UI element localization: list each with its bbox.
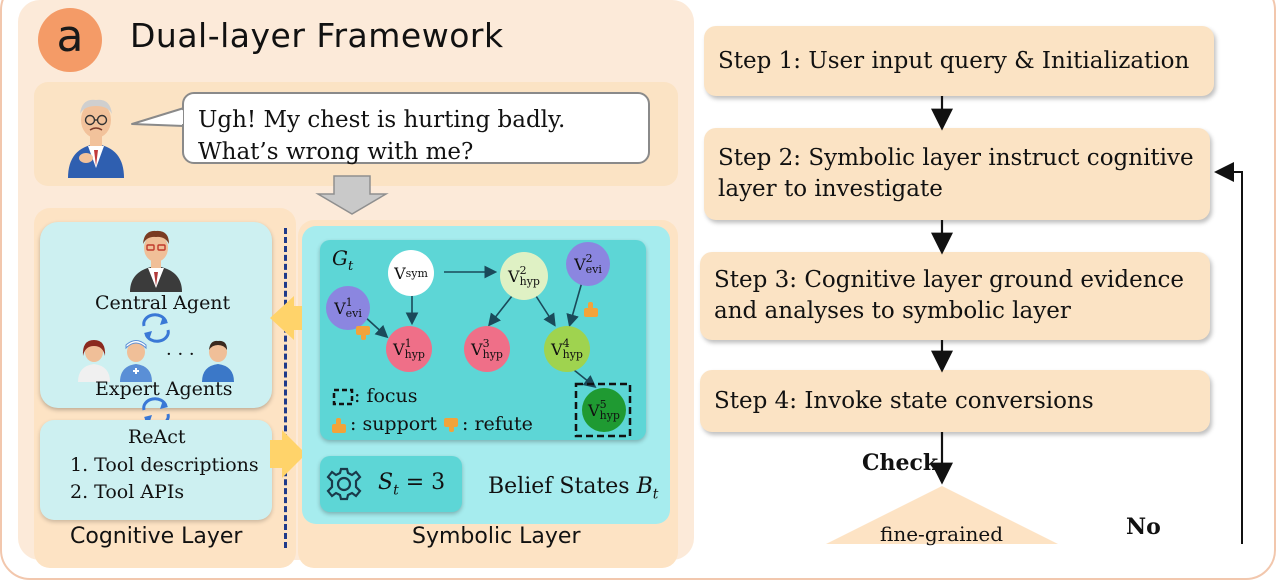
state-counter: St = 3 — [378, 470, 446, 499]
edge-hyp2-hyp3 — [488, 295, 513, 327]
expert-nurse-icon — [120, 340, 152, 382]
expert-female-icon — [78, 340, 110, 382]
belief-states-label: Belief States Bt — [488, 474, 659, 503]
expert-agents-avatars — [76, 336, 246, 382]
react-item: 1. Tool descriptions — [70, 454, 259, 476]
experts-icon — [78, 340, 234, 382]
check-label: Check — [862, 450, 939, 476]
step-4: Step 4: Invoke state conversions — [700, 370, 1210, 432]
ellipsis: · · · — [166, 344, 195, 365]
decision-diamond — [826, 486, 1058, 544]
state-box — [320, 456, 462, 512]
legend-support: : support — [350, 413, 437, 435]
gear-icon — [326, 467, 362, 501]
panel-title: Dual-layer Framework — [130, 16, 504, 55]
graph-edges — [363, 265, 632, 438]
decision-text: fine-grained — [880, 522, 1004, 546]
edge-evi1-hyp1 — [363, 315, 389, 339]
down-arrow-icon — [315, 175, 389, 215]
patient-avatar — [60, 92, 132, 178]
focus-box — [574, 382, 632, 438]
panel-badge: a — [38, 8, 102, 72]
step-1: Step 1: User input query & Initializatio… — [704, 26, 1214, 96]
cycle-icons — [142, 313, 170, 427]
cycle-icon-top — [142, 313, 170, 343]
support-icon — [584, 302, 598, 317]
flow-arrows — [826, 96, 1243, 544]
support-legend-icon — [332, 418, 346, 433]
layer-arrows — [270, 296, 306, 478]
no-label: No — [1126, 514, 1161, 540]
arrow-to-agents-icon — [270, 296, 304, 340]
edge-evi2-hyp4 — [566, 281, 583, 328]
speech-bubble: Ugh! My chest is hurting badly. What’s w… — [182, 92, 650, 165]
step-3: Step 3: Cognitive layer ground evidence … — [700, 252, 1210, 340]
step-2: Step 2: Symbolic layer instruct cognitiv… — [704, 128, 1210, 220]
refute-legend-icon — [444, 418, 458, 432]
patient-icon — [68, 99, 124, 178]
refute-icon — [356, 326, 370, 340]
react-box — [40, 420, 272, 520]
react-item: 2. Tool APIs — [70, 481, 185, 503]
graph-marks — [332, 302, 598, 433]
focus-legend-icon — [332, 388, 354, 406]
graph-label: Gt — [332, 246, 354, 274]
doctor-icon — [130, 230, 182, 292]
expert-male-icon — [202, 340, 234, 382]
react-title: ReAct — [128, 426, 186, 448]
central-agent-avatar — [126, 226, 186, 292]
legend-focus: : focus — [354, 385, 418, 407]
layer-divider — [284, 228, 287, 548]
query-text: Ugh! My chest is hurting badly. What’s w… — [198, 107, 566, 165]
central-agent-label: Central Agent — [95, 292, 231, 314]
expert-agents-label: Expert Agents — [95, 378, 233, 400]
loop-back-arrow — [1214, 162, 1243, 544]
legend-refute: : refute — [462, 413, 533, 435]
edge-hyp2-hyp4 — [535, 295, 556, 327]
arrow-to-belief-icon — [270, 430, 306, 478]
speech-tail-cover — [140, 110, 183, 124]
